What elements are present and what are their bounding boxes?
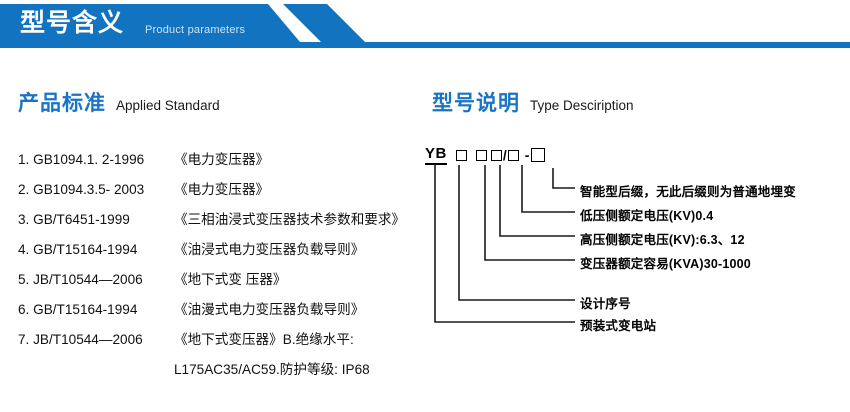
leader-label-prefab-substation: 预装式变电站 (580, 319, 657, 333)
standard-number: JB/T10544—2006 (33, 272, 143, 287)
standard-number: JB/T10544—2006 (33, 332, 143, 347)
standard-code: 5. JB/T10544—2006 (18, 265, 174, 295)
standard-code: 7. JB/T10544—2006 (18, 325, 174, 355)
standard-title: 《电力变压器》 (174, 152, 270, 167)
standard-code: 1. GB1094.1. 2-1996 (18, 145, 174, 175)
standard-code: 4. GB/T15164-1994 (18, 235, 174, 265)
type-code-slot-3 (490, 149, 502, 161)
standard-title: 《三相油浸式变压器技术参数和要求》 (174, 212, 406, 227)
type-code-diagram: YB / - 智能型后缀，无此后缀则为普通地埋变 低压侧额定电压(KV)0.4 … (425, 140, 850, 340)
list-item: 6. GB/T15164-1994 《油漫式电力变压器负载导则》 (18, 295, 438, 325)
standard-code: 6. GB/T15164-1994 (18, 295, 174, 325)
standard-title: 《地下式变压器》B.绝缘水平: (174, 332, 354, 347)
list-item: 1. GB1094.1. 2-1996 《电力变压器》 (18, 145, 438, 175)
type-code-dash: - (524, 147, 530, 163)
standard-index: 5. (18, 272, 30, 287)
type-code-slot-4 (507, 149, 519, 161)
leader-label-rated-capacity: 变压器额定容易(KVA)30-1000 (580, 257, 751, 271)
standard-number: GB1094.3.5- 2003 (33, 182, 145, 197)
standard-code: 2. GB1094.3.5- 2003 (18, 175, 174, 205)
standard-index: 4. (18, 242, 30, 257)
type-code-slot-2 (475, 149, 487, 161)
standard-number: GB/T15164-1994 (33, 242, 138, 257)
standard-number: GB1094.1. 2-1996 (33, 152, 145, 167)
standard-number: GB/T15164-1994 (33, 302, 138, 317)
type-code-slash: / (502, 147, 507, 163)
type-code-slot-1 (455, 149, 467, 161)
section-heading-applied-standard-en: Applied Standard (116, 98, 220, 113)
banner-title-english: Product parameters (145, 24, 246, 36)
page-header-banner: 型号含义 Product parameters (0, 0, 850, 52)
banner-blue-block (0, 4, 300, 42)
list-item: 5. JB/T10544—2006 《地下式变 压器》 (18, 265, 438, 295)
section-heading-applied-standard: 产品标准 Applied Standard (18, 87, 220, 117)
list-item: 2. GB1094.3.5- 2003 《电力变压器》 (18, 175, 438, 205)
leader-lines (434, 165, 575, 323)
list-item: 4. GB/T15164-1994 《油浸式电力变压器负载导则》 (18, 235, 438, 265)
list-item: 3. GB/T6451-1999 《三相油浸式变压器技术参数和要求》 (18, 205, 438, 235)
standard-index: 1. (18, 152, 30, 167)
standard-code: 3. GB/T6451-1999 (18, 205, 174, 235)
applied-standard-list: 1. GB1094.1. 2-1996 《电力变压器》 2. GB1094.3.… (18, 145, 438, 385)
standard-index: 7. (18, 332, 30, 347)
standard-index: 2. (18, 182, 30, 197)
standard-index: 6. (18, 302, 30, 317)
type-code-slot-5 (531, 148, 546, 162)
leader-label-smart-suffix: 智能型后缀，无此后缀则为普通地埋变 (580, 185, 796, 199)
leader-label-design-serial: 设计序号 (580, 297, 631, 311)
banner-title-chinese: 型号含义 (20, 9, 125, 37)
section-heading-type-description-cn: 型号说明 (432, 92, 520, 115)
standard-title: 《地下式变 压器》 (174, 272, 287, 287)
section-heading-type-description: 型号说明 Type Desciription (432, 87, 634, 117)
standard-index: 3. (18, 212, 30, 227)
section-heading-type-description-en: Type Desciription (530, 98, 634, 113)
standard-title: 《油漫式电力变压器负载导则》 (174, 302, 365, 317)
list-item: 7. JB/T10544—2006 《地下式变压器》B.绝缘水平: (18, 325, 438, 355)
type-code-prefix: YB (425, 145, 447, 165)
banner-bottom-rule (0, 42, 850, 48)
type-code-string: YB / - (425, 145, 546, 165)
leader-label-lv-voltage: 低压侧额定电压(KV)0.4 (580, 209, 714, 223)
leader-label-hv-voltage: 高压侧额定电压(KV):6.3、12 (580, 233, 745, 247)
standard-continuation-line: L175AC35/AC59.防护等级: IP68 (174, 362, 370, 377)
standard-number: GB/T6451-1999 (33, 212, 130, 227)
standard-title: 《电力变压器》 (174, 182, 270, 197)
standard-title: 《油浸式电力变压器负载导则》 (174, 242, 365, 257)
section-heading-applied-standard-cn: 产品标准 (18, 92, 106, 115)
